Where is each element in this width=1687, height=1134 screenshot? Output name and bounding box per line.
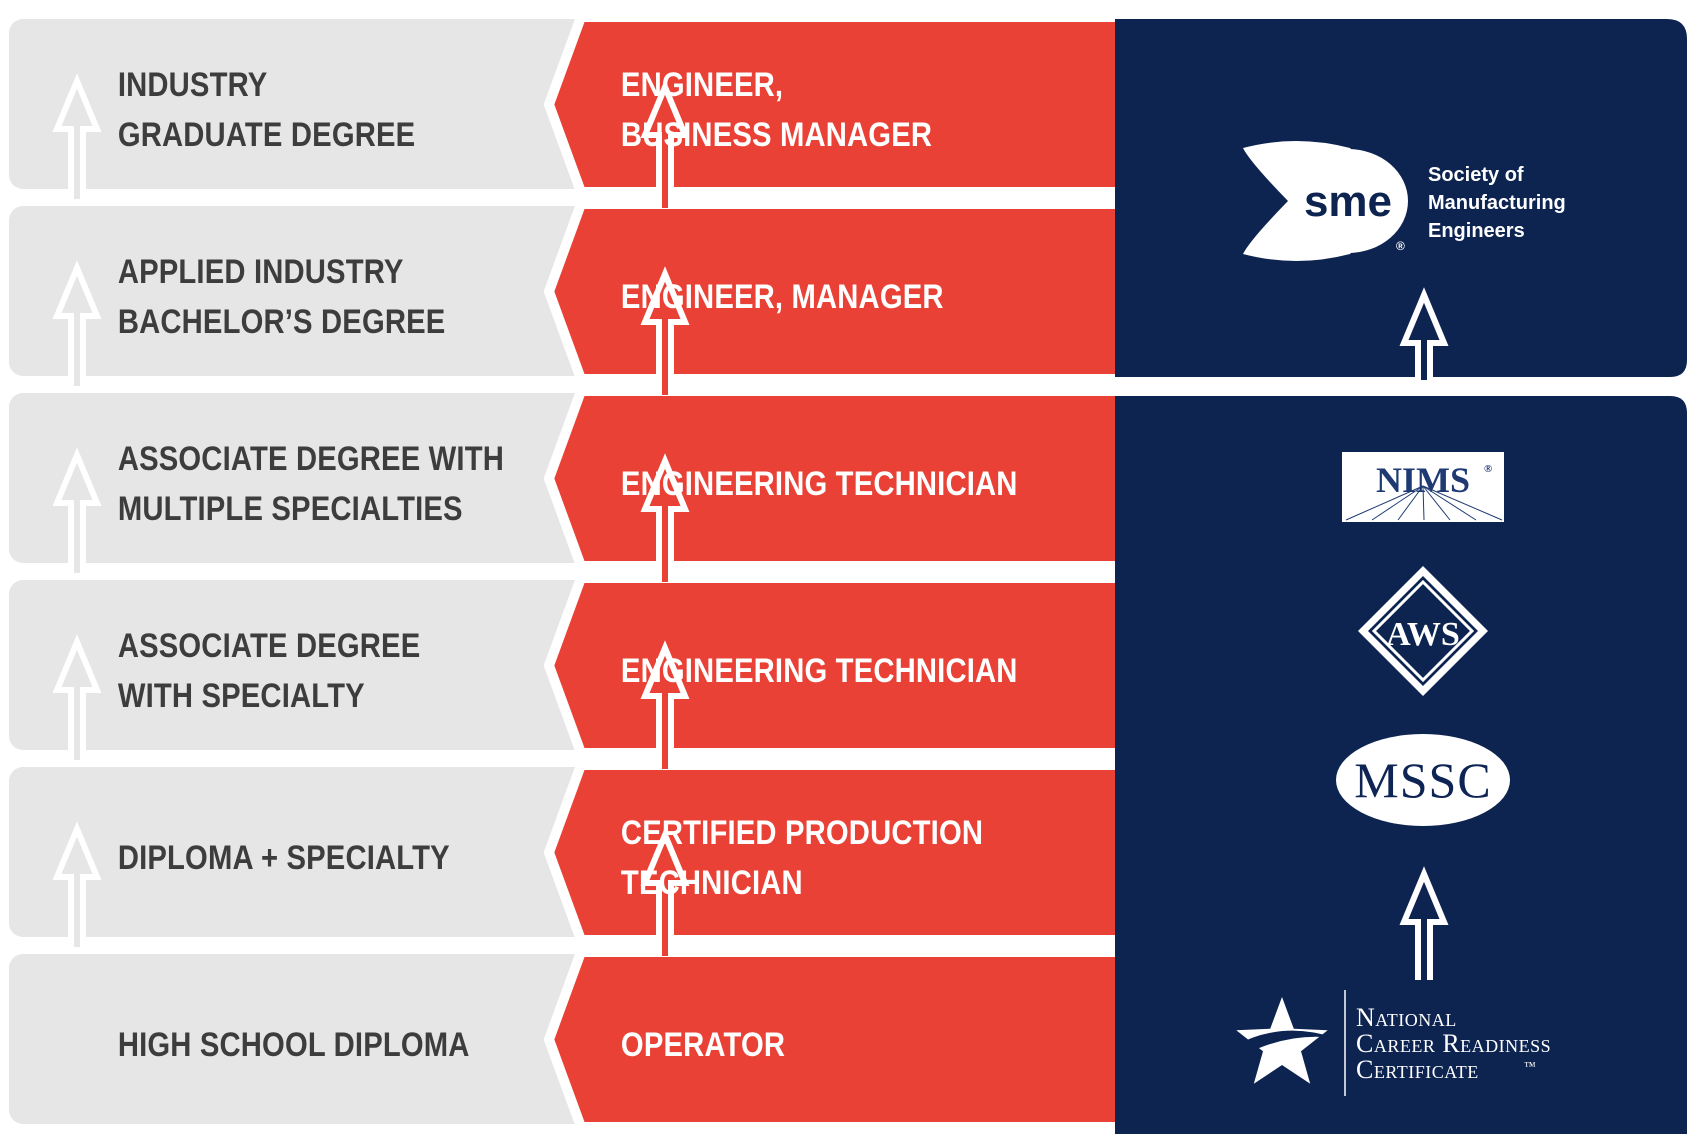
arrow-up-icon xyxy=(1399,866,1449,980)
degree-label: INDUSTRY GRADUATE DEGREE xyxy=(118,65,416,154)
degree-label-line: APPLIED INDUSTRY xyxy=(118,252,404,291)
ncrc-name-line: Career Readiness xyxy=(1356,1029,1551,1058)
nims-ray xyxy=(1397,485,1424,521)
nims-ray xyxy=(1422,485,1451,521)
sme-name-line: Manufacturing xyxy=(1428,192,1566,214)
arrow-up-icon xyxy=(640,266,690,395)
nims-ray xyxy=(1422,485,1477,521)
sme-mark: sme xyxy=(1304,177,1392,226)
ncrc-trademark: ™ xyxy=(1524,1059,1536,1073)
degree-column: INDUSTRY GRADUATE DEGREE APPLIED INDUSTRY B… xyxy=(9,19,629,1124)
nims-ray xyxy=(1422,485,1503,521)
degree-label: ASSOCIATE DEGREE WITH SPECIALTY xyxy=(118,626,421,715)
degree-label: APPLIED INDUSTRY BACHELOR’S DEGREE xyxy=(118,252,446,341)
degree-label-line: WITH SPECIALTY xyxy=(118,676,365,715)
job-label-line: ENGINEERING TECHNICIAN xyxy=(621,651,1018,690)
arrow-up-icon xyxy=(640,79,690,208)
degree-row xyxy=(9,580,629,750)
job-label: CERTIFIED PRODUCTION TECHNICIAN xyxy=(621,813,983,902)
job-label-line: TECHNICIAN xyxy=(621,863,803,902)
arrow-up-icon xyxy=(52,634,102,760)
arrow-up-icon xyxy=(52,260,102,386)
degree-label-line: INDUSTRY xyxy=(118,65,268,104)
job-row xyxy=(543,12,1202,197)
job-label-line: ENGINEER, xyxy=(621,65,783,104)
job-label: ENGINEER, BUSINESS MANAGER xyxy=(621,65,932,154)
arrow-up-icon xyxy=(52,447,102,573)
degree-band xyxy=(9,19,629,189)
degree-label-line: GRADUATE DEGREE xyxy=(118,115,416,154)
mssc-logo: MSSC xyxy=(1336,734,1510,826)
aws-diamond-mid xyxy=(1368,576,1478,686)
job-label-line: ENGINEER, MANAGER xyxy=(621,277,944,316)
degree-row xyxy=(9,19,629,189)
mssc-oval xyxy=(1336,734,1510,826)
job-label: ENGINEERING TECHNICIAN xyxy=(621,651,1018,690)
nims-ray xyxy=(1345,485,1424,521)
degree-label-line: HIGH SCHOOL DIPLOMA xyxy=(118,1025,470,1064)
aws-logo: AWS xyxy=(1358,566,1488,696)
ncrc-name-line: Certificate xyxy=(1356,1055,1479,1084)
job-label-line: ENGINEERING TECHNICIAN xyxy=(621,464,1018,503)
arrow-up-icon xyxy=(52,73,102,199)
job-hexagon xyxy=(543,12,1202,197)
job-label: ENGINEER, MANAGER xyxy=(621,277,944,316)
degree-label-line: MULTIPLE SPECIALTIES xyxy=(118,489,463,528)
degree-band xyxy=(9,767,629,937)
degree-label-line: ASSOCIATE DEGREE WITH xyxy=(118,439,504,478)
arrow-up-icon xyxy=(640,453,690,582)
degree-row xyxy=(9,393,629,563)
nims-registered: ® xyxy=(1484,463,1492,475)
arrow-up-icon xyxy=(1399,287,1449,380)
nims-logo: NIMS® xyxy=(1342,452,1504,522)
job-label: ENGINEERING TECHNICIAN xyxy=(621,464,1018,503)
degree-label-line: ASSOCIATE DEGREE xyxy=(118,626,421,665)
degree-band xyxy=(9,580,629,750)
degree-label: ASSOCIATE DEGREE WITH MULTIPLE SPECIALTIE… xyxy=(118,439,504,528)
arrow-up-icon xyxy=(640,827,690,956)
degree-row xyxy=(9,954,629,1124)
nims-ray xyxy=(1371,485,1424,521)
degree-band xyxy=(9,954,629,1124)
degree-label-line: DIPLOMA + SPECIALTY xyxy=(118,838,450,877)
degree-label-line: BACHELOR’S DEGREE xyxy=(118,302,446,341)
ncrc-name-line: National xyxy=(1356,1003,1457,1032)
mssc-mark: MSSC xyxy=(1354,752,1491,808)
degree-label: DIPLOMA + SPECIALTY xyxy=(118,838,450,877)
sme-name-line: Society of xyxy=(1428,164,1524,186)
nims-ray xyxy=(1422,485,1425,521)
certification-column: sme ® Society of ManufacturingEngineersNIMS… xyxy=(1115,19,1687,1134)
sme-name-line: Engineers xyxy=(1428,220,1525,242)
job-column: ENGINEER, BUSINESS MANAGER ENGINEER, MANAG… xyxy=(543,12,1202,1132)
arrow-up-icon xyxy=(52,821,102,947)
job-hexagon xyxy=(543,760,1202,945)
arrow-up-icon xyxy=(640,640,690,769)
sme-registered: ® xyxy=(1396,239,1405,253)
aws-mark: AWS xyxy=(1386,616,1460,653)
degree-band xyxy=(9,206,629,376)
degree-band xyxy=(9,393,629,563)
aws-diamond-inner xyxy=(1371,579,1475,683)
degree-label: HIGH SCHOOL DIPLOMA xyxy=(118,1025,470,1064)
degree-row xyxy=(9,206,629,376)
job-label-line: BUSINESS MANAGER xyxy=(621,115,932,154)
star-swoosh xyxy=(1234,1030,1335,1054)
job-label: OPERATOR xyxy=(621,1025,785,1064)
job-label-line: OPERATOR xyxy=(621,1025,785,1064)
degree-row xyxy=(9,767,629,937)
job-row xyxy=(543,760,1202,945)
sme-badge-shape xyxy=(1288,149,1408,253)
job-label-line: CERTIFIED PRODUCTION xyxy=(621,813,983,852)
